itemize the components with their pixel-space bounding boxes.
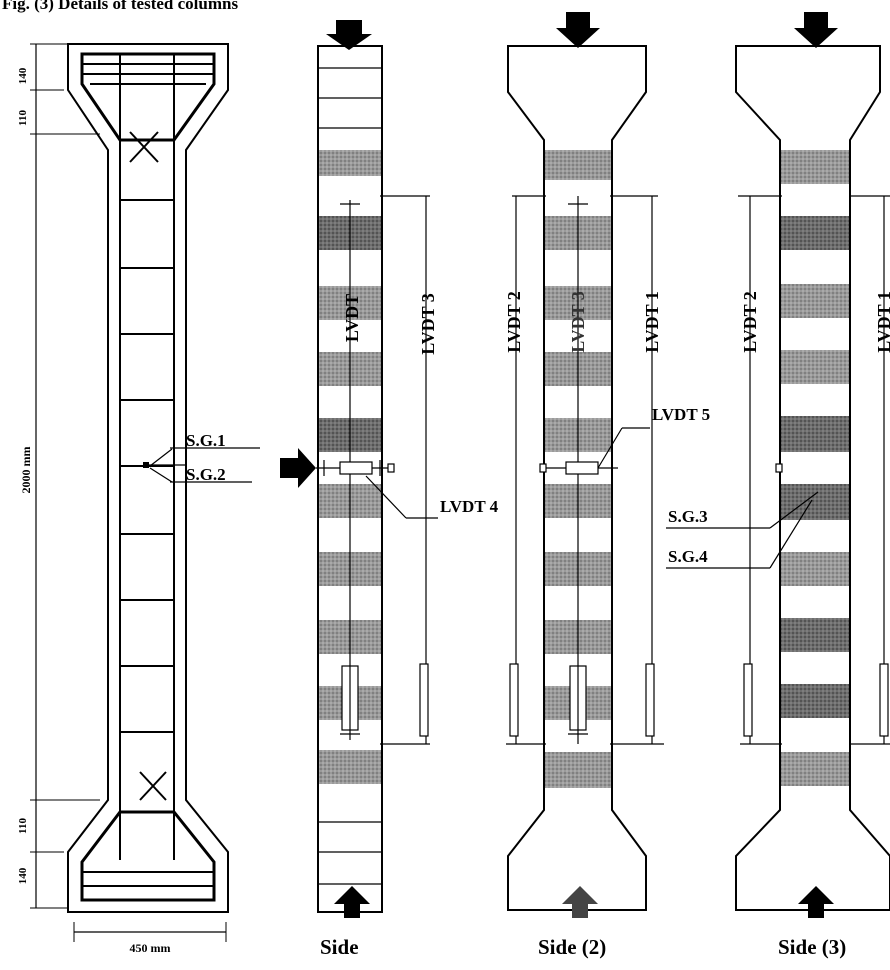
load-arrow-down-icon [794, 12, 838, 48]
dim-top-140: 140 [17, 67, 29, 84]
lvdt1-label-side3: LVDT 1 [874, 291, 890, 353]
sg2-label: S.G.2 [186, 465, 226, 484]
side-label-1: Side [320, 935, 359, 959]
sg1-label: S.G.1 [186, 431, 226, 450]
dim-bottom-110: 110 [17, 818, 29, 834]
figure-caption: Fig. (3) Details of tested columns [2, 0, 239, 13]
specimen-side-1 [280, 20, 438, 918]
lvdt1-label-side2: LVDT 1 [642, 291, 662, 353]
load-arrow-up-icon [562, 886, 598, 918]
load-arrow-up-icon [334, 886, 370, 918]
side-label-3: Side (3) [778, 935, 847, 959]
dim-height: 2000 mm [19, 447, 33, 494]
sg3-label: S.G.3 [668, 507, 708, 526]
specimen-side-3 [666, 12, 890, 918]
lvdt3-label: LVDT 3 [418, 293, 438, 355]
lvdt3-label-side2: LVDT 3 [568, 291, 588, 353]
load-arrow-down-icon [556, 12, 600, 48]
lvdt2-label-side2: LVDT 2 [504, 291, 524, 353]
lvdt-vertical-label-side1: LVDT [342, 294, 362, 342]
lateral-load-arrow-icon [280, 448, 316, 488]
load-arrow-up-icon [798, 886, 834, 918]
dim-width: 450 mm [130, 941, 171, 955]
dim-top-110: 110 [17, 110, 29, 126]
reinforcement-detail-column [30, 43, 260, 942]
lvdt4-label: LVDT 4 [440, 497, 499, 516]
side-label-2: Side (2) [538, 935, 607, 959]
lvdt2-label-side3: LVDT 2 [740, 291, 760, 353]
sg4-label: S.G.4 [668, 547, 708, 566]
specimen-side-2 [506, 12, 664, 918]
lvdt5-label: LVDT 5 [652, 405, 710, 424]
load-arrow-down-icon [326, 20, 372, 50]
dim-bottom-140: 140 [17, 867, 29, 884]
